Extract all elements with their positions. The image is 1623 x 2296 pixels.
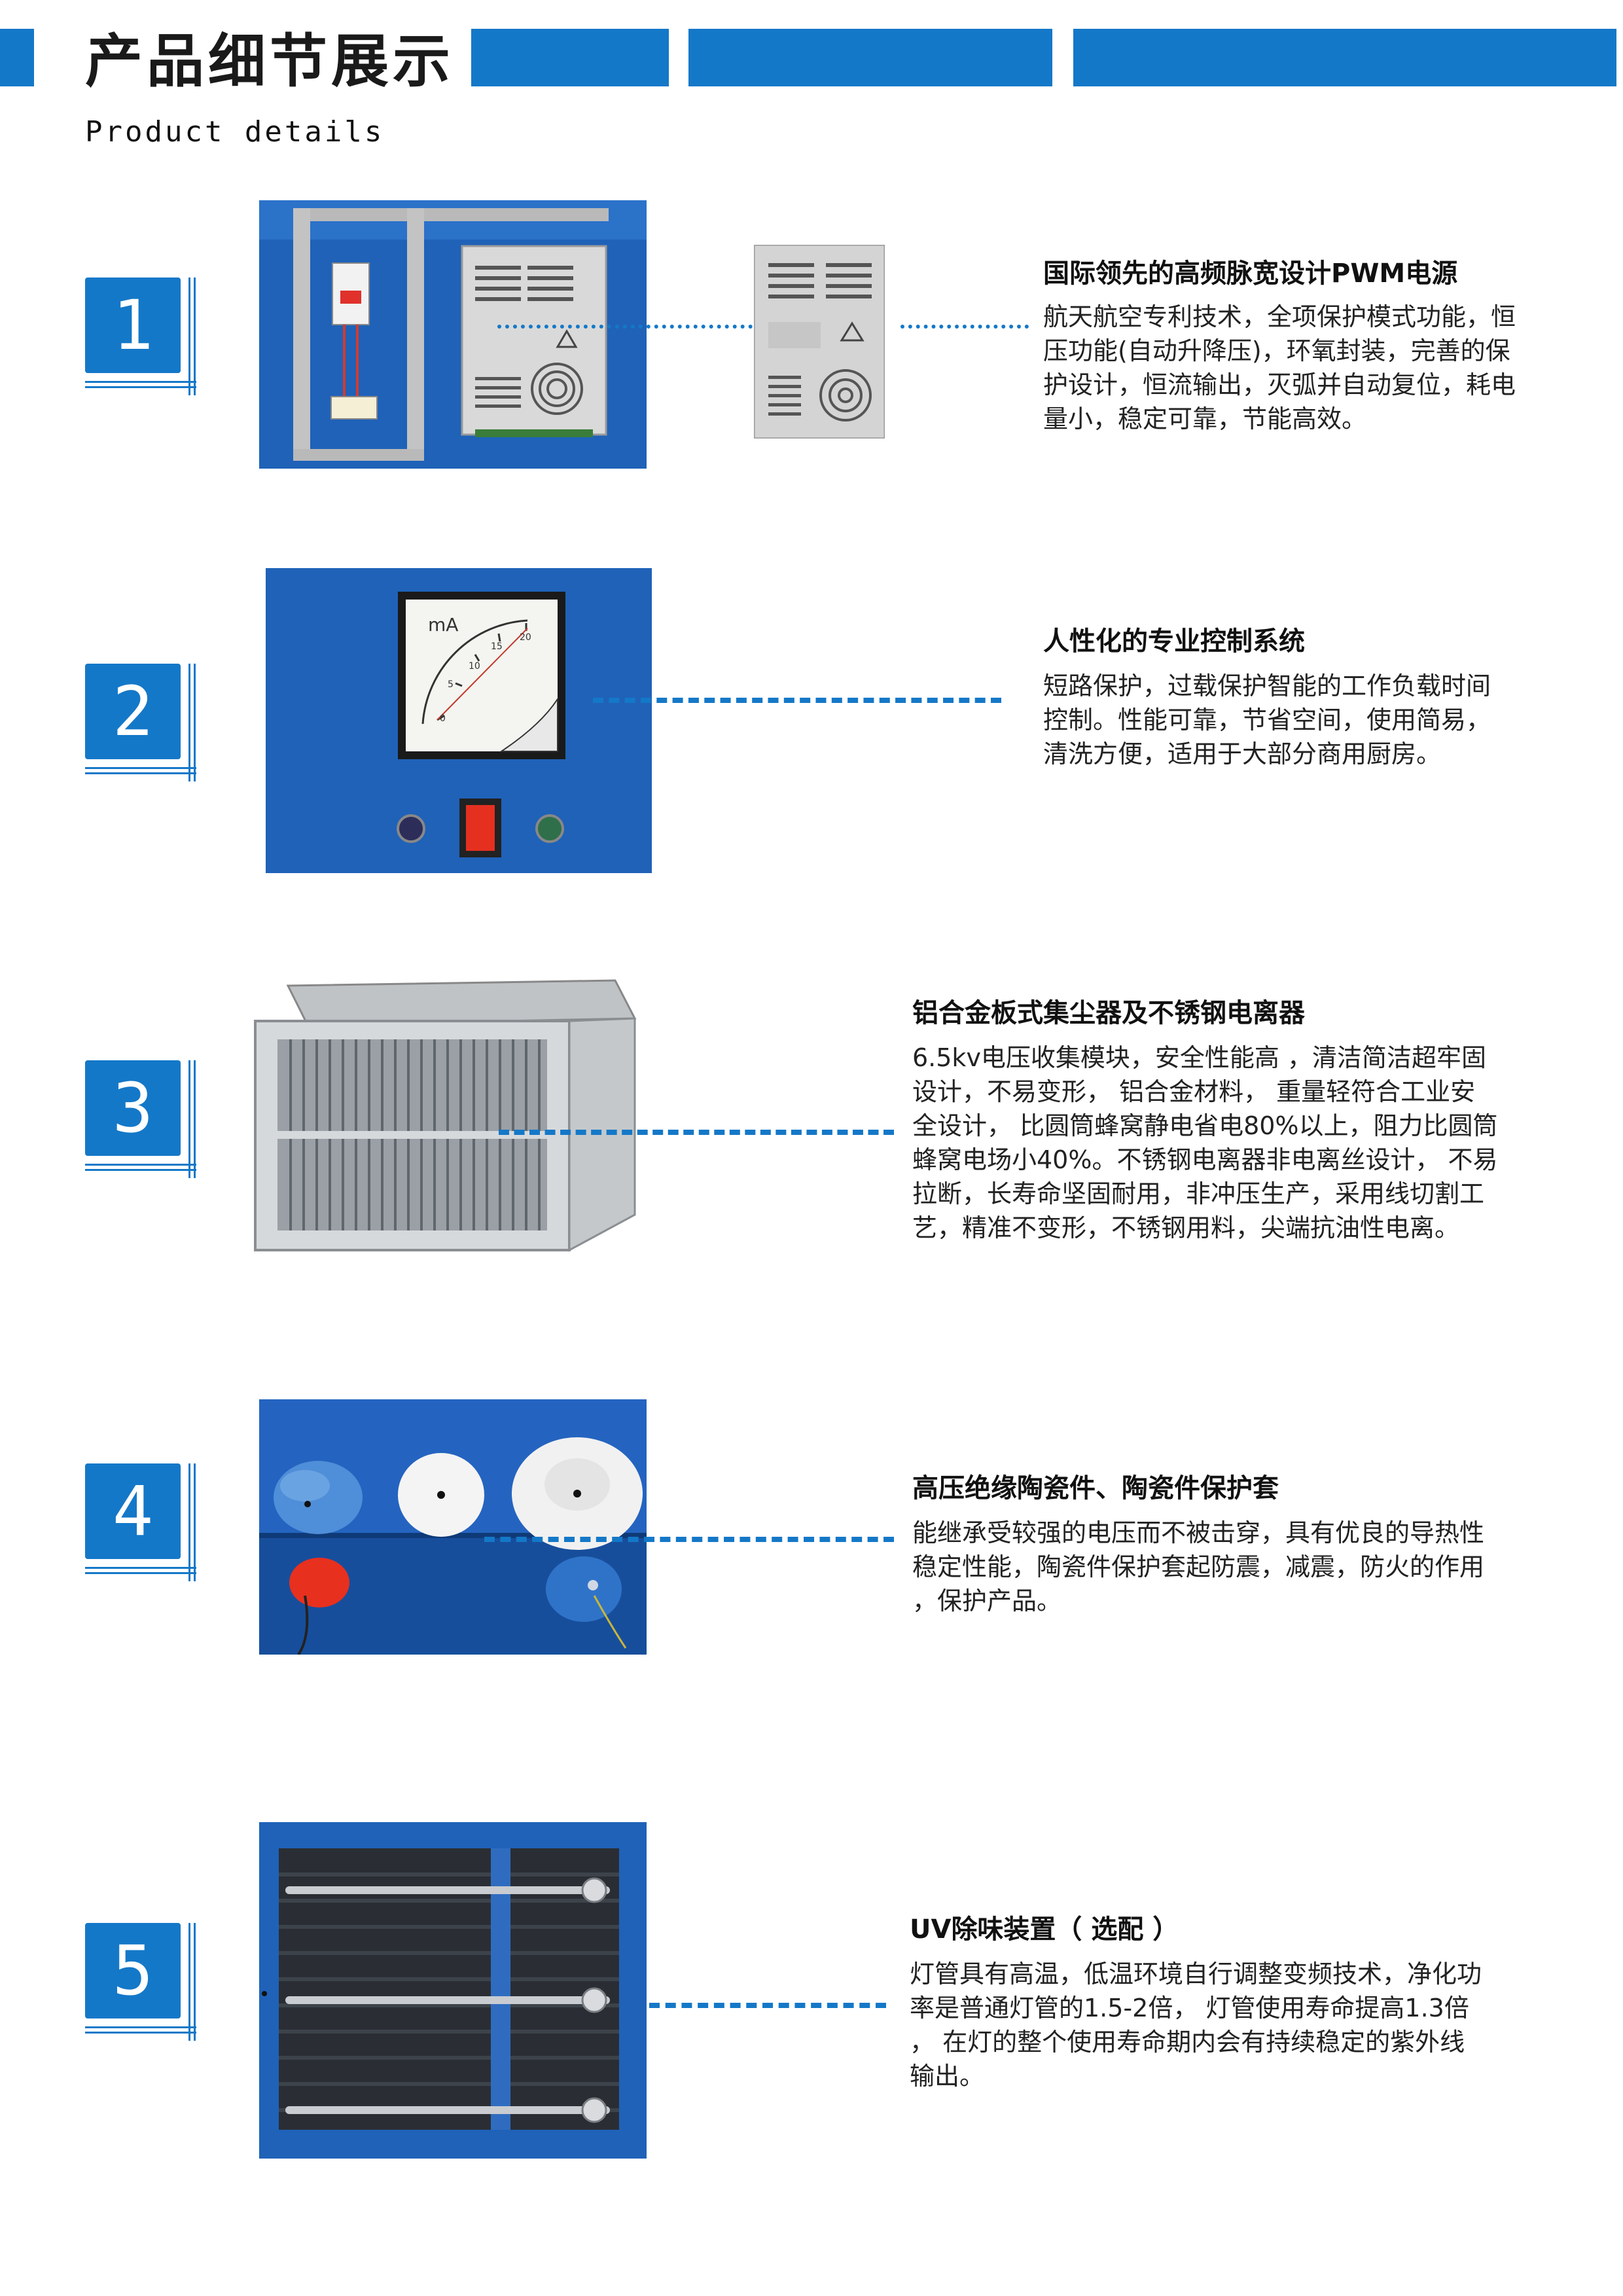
header-bar-2 <box>688 29 1052 86</box>
feature-title: 国际领先的高频脉宽设计PWM电源 <box>1043 259 1458 289</box>
dust-collector-image <box>249 966 641 1270</box>
connector-line-5 <box>649 2003 886 2008</box>
connector-line-1b <box>901 325 1029 329</box>
feature-description: 短路保护，过载保护智能的工作负载时间 控制。性能可靠，节省空间，使用简易， 清洗… <box>1043 672 1491 768</box>
header-bar-1 <box>471 29 669 86</box>
feature-title: 高压绝缘陶瓷件、陶瓷件保护套 <box>912 1473 1279 1503</box>
section-number: 5 <box>112 1931 154 2011</box>
section-number: 3 <box>112 1068 154 1148</box>
section-number: 4 <box>112 1471 154 1551</box>
page-subtitle: Product details <box>85 115 385 149</box>
section-number-badge: 3 <box>85 1060 196 1178</box>
ceramic-insulators-image <box>259 1399 647 1655</box>
section-number-badge: 2 <box>85 664 196 781</box>
feature-description: 航天航空专利技术，全项保护模式功能，恒 压功能(自动升降压)，环氧封装，完善的保… <box>1043 302 1516 433</box>
ammeter-tick-20: 20 <box>520 632 531 643</box>
feature-description: 能继承受较强的电压而不被击穿，具有优良的导热性 稳定性能，陶瓷件保护套起防震，减… <box>912 1518 1485 1615</box>
header-bar-left <box>0 29 34 86</box>
ammeter-tick-10: 10 <box>469 661 480 672</box>
pwm-power-supply-closeup-image <box>754 245 885 439</box>
ammeter-unit-label: mA <box>428 614 459 636</box>
power-supply-closeup-icon <box>754 245 885 439</box>
pwm-power-supply-panel-image <box>259 200 647 469</box>
ammeter-tick-15: 15 <box>491 641 503 652</box>
aluminum-dust-collector-icon <box>249 966 641 1270</box>
connector-line-1a <box>497 325 753 329</box>
feature-description: 灯管具有高温，低温环境自行调整变频技术，净化功 率是普通灯管的1.5-2倍， 灯… <box>910 1960 1482 2090</box>
uv-lamp-image <box>259 1822 647 2159</box>
connector-line-4 <box>484 1537 894 1542</box>
section-number: 2 <box>112 672 154 751</box>
section-number-badge: 1 <box>85 278 196 395</box>
ammeter-tick-5: 5 <box>448 679 454 690</box>
ammeter-tick-0: 0 <box>440 713 446 724</box>
feature-description: 6.5kv电压收集模块，安全性能高 ，清洁简洁超牢固 设计，不易变形， 铝合金材… <box>912 1043 1498 1242</box>
section-number: 1 <box>112 285 154 365</box>
pwm-power-supply-panel-icon <box>259 200 647 469</box>
control-panel-image: mA 0 5 10 15 20 <box>266 568 652 873</box>
header-bar-3 <box>1073 29 1616 86</box>
feature-title: 铝合金板式集尘器及不锈钢电离器 <box>912 998 1305 1028</box>
feature-title: UV除味装置（ 选配 ） <box>910 1914 1179 1945</box>
section-number-badge: 4 <box>85 1463 196 1581</box>
control-panel-ammeter-icon <box>266 568 652 873</box>
ceramic-insulators-icon <box>259 1399 647 1655</box>
connector-line-3 <box>499 1130 894 1135</box>
feature-title: 人性化的专业控制系统 <box>1043 626 1305 656</box>
uv-lamp-tubes-icon <box>259 1822 647 2159</box>
connector-line-2 <box>593 698 1001 703</box>
section-number-badge: 5 <box>85 1923 196 2041</box>
page-title: 产品细节展示 <box>85 27 455 95</box>
